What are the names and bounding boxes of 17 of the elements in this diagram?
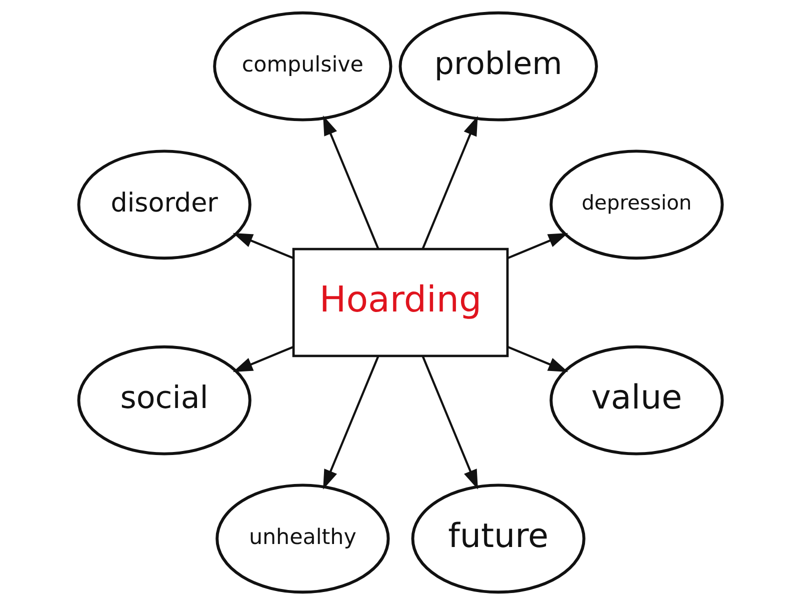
arrow: [232, 233, 294, 260]
node-ellipse: disorder: [76, 150, 251, 260]
node-ellipse: compulsive: [212, 11, 392, 122]
node-ellipse: depression: [549, 150, 724, 260]
node-ellipse: problem: [398, 11, 598, 122]
arrow: [506, 346, 568, 372]
arrow: [421, 356, 478, 490]
node-ellipse: value: [549, 345, 724, 456]
arrow: [421, 116, 478, 250]
arrow: [232, 346, 294, 372]
node-ellipse: future: [410, 484, 585, 594]
arrow: [322, 356, 379, 490]
arrow: [506, 233, 568, 260]
node-ellipse: unhealthy: [215, 484, 390, 594]
node-ellipse: social: [76, 345, 251, 456]
arrow: [322, 116, 379, 250]
node-box: Hoarding: [292, 248, 508, 358]
